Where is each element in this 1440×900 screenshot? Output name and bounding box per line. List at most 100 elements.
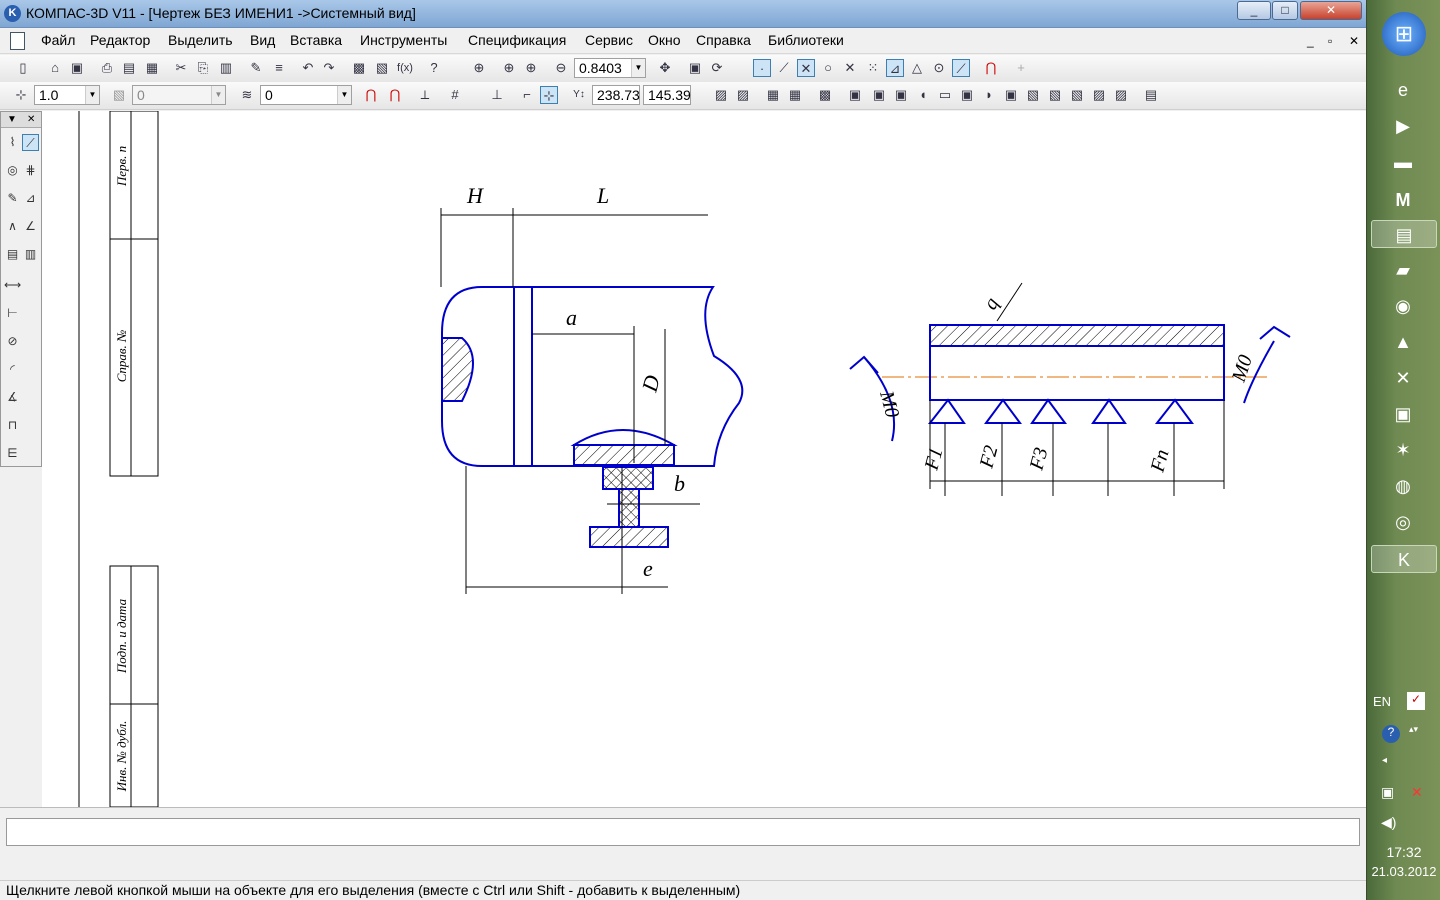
close-icon[interactable]: ✕ xyxy=(27,114,36,125)
menu-view[interactable]: Вид xyxy=(250,32,276,48)
orthogonal-mode-icon[interactable]: ⌐ xyxy=(523,87,531,102)
zoom-in-icon[interactable]: ⊕ xyxy=(525,60,537,75)
snap-tangent-icon[interactable]: ○ xyxy=(824,60,832,75)
style-5-icon[interactable]: ▭ xyxy=(938,87,952,102)
edit-tool-icon[interactable]: ✎ xyxy=(7,191,18,205)
snap-nearest-icon[interactable]: ⟋ xyxy=(779,60,789,75)
zoom-fit-icon[interactable]: ⊕ xyxy=(473,60,485,75)
magnet-icon[interactable]: ⋂ xyxy=(365,87,377,102)
point-tool-icon[interactable]: ⟋ xyxy=(22,134,39,151)
horizontal-dimension-icon[interactable]: ⊢ xyxy=(7,306,18,320)
menu-service[interactable]: Сервис xyxy=(585,32,633,48)
menu-libraries[interactable]: Библиотеки xyxy=(768,32,844,48)
radial-dimension-icon[interactable]: ◜ xyxy=(10,362,15,376)
parametric-tool-icon[interactable]: ⊿ xyxy=(25,191,36,205)
manager-icon[interactable]: ▩ xyxy=(352,60,366,75)
help-pointer-icon[interactable]: ? xyxy=(430,60,438,75)
chevron-down-icon[interactable]: ▼ xyxy=(337,86,351,104)
word-document-icon[interactable]: ▤ xyxy=(1371,220,1437,248)
mdi-minimize-button[interactable]: _ xyxy=(1307,34,1314,48)
library-icon[interactable]: ▧ xyxy=(375,60,389,75)
variables-icon[interactable]: f(x) xyxy=(397,62,413,74)
keyboard-icon[interactable]: ✓ xyxy=(1407,692,1425,710)
drawing-canvas[interactable]: Перв. п Справ. № Подп. и дата Инв. № дуб… xyxy=(42,111,1366,807)
revolve-icon[interactable]: ▦ xyxy=(788,87,802,102)
menu-insert[interactable]: Вставка xyxy=(290,32,343,48)
internet-explorer-icon[interactable]: e xyxy=(1397,80,1408,100)
menu-specification[interactable]: Спецификация xyxy=(468,32,567,48)
geometry-icon[interactable]: ⌇ xyxy=(9,135,16,149)
zoom-window-icon[interactable]: ⊕ xyxy=(503,60,515,75)
help-icon[interactable]: ? xyxy=(1382,725,1400,743)
network-icon[interactable]: ▣ xyxy=(1381,784,1395,800)
acrobat-icon[interactable]: ▲ xyxy=(1394,332,1412,352)
style-9-icon[interactable]: ▧ xyxy=(1026,87,1040,102)
spec-tool-icon[interactable]: ▤ xyxy=(6,247,19,261)
snap-center-icon[interactable]: ⊙ xyxy=(933,60,945,75)
style-10-icon[interactable]: ▧ xyxy=(1048,87,1062,102)
firefox-icon[interactable]: ◉ xyxy=(1395,296,1411,316)
group-icon[interactable]: ▩ xyxy=(818,87,832,102)
language-indicator[interactable]: EN xyxy=(1373,694,1392,709)
new-document-icon[interactable]: ▯ xyxy=(19,60,27,75)
style-3-icon[interactable]: ▣ xyxy=(894,87,908,102)
app-star-icon[interactable]: ✶ xyxy=(1395,440,1411,460)
extrude-icon[interactable]: ▦ xyxy=(766,87,780,102)
coord-y-field[interactable]: 145.39 xyxy=(643,85,691,105)
redo-icon[interactable]: ↷ xyxy=(323,60,335,75)
local-cs-icon[interactable]: ⊥ xyxy=(491,87,503,102)
zoom-dynamic-icon[interactable]: ⊖ xyxy=(555,60,567,75)
chevron-up-icon[interactable]: ▴▾ xyxy=(1409,724,1419,734)
diameter-dimension-icon[interactable]: ⊘ xyxy=(7,334,18,348)
flag-alert-icon[interactable]: ✕ xyxy=(1411,784,1423,800)
media-player-icon[interactable]: ▶ xyxy=(1396,116,1410,136)
snap-middle-icon[interactable]: ⟋ xyxy=(952,59,970,77)
menu-file[interactable]: Файл xyxy=(41,32,76,48)
print-icon[interactable]: ⎙ xyxy=(101,60,113,75)
style-8-icon[interactable]: ▣ xyxy=(1004,87,1018,102)
chevron-down-icon[interactable]: ▼ xyxy=(631,59,645,77)
volume-icon[interactable]: ◀) xyxy=(1381,814,1397,830)
undo-icon[interactable]: ↶ xyxy=(302,60,314,75)
cut-icon[interactable]: ✂ xyxy=(175,60,187,75)
pan-icon[interactable]: ✥ xyxy=(659,60,671,75)
style-11-icon[interactable]: ▧ xyxy=(1070,87,1084,102)
style-6-icon[interactable]: ▣ xyxy=(960,87,974,102)
app-m-icon[interactable]: M xyxy=(1395,190,1411,210)
document-icon[interactable] xyxy=(10,32,25,50)
fillet-icon[interactable]: ▨ xyxy=(736,87,750,102)
style-14-icon[interactable]: ▤ xyxy=(1144,87,1158,102)
style-7-icon[interactable]: ◗ xyxy=(985,87,993,102)
refresh-view-icon[interactable]: ▣ xyxy=(688,60,702,75)
export-icon[interactable]: ▦ xyxy=(145,60,159,75)
style-13-icon[interactable]: ▨ xyxy=(1114,87,1128,102)
app-circle-icon[interactable]: ◍ xyxy=(1395,476,1411,496)
start-button-icon[interactable]: ⊞ xyxy=(1382,12,1426,56)
clock-date[interactable]: 21.03.2012 xyxy=(1371,864,1437,879)
kompas-task-icon[interactable]: K xyxy=(1371,545,1437,573)
menu-window[interactable]: Окно xyxy=(648,32,681,48)
clock-time[interactable]: 17:32 xyxy=(1386,844,1422,860)
menu-help[interactable]: Справка xyxy=(696,32,751,48)
round-mode-icon[interactable]: ⊹ xyxy=(540,86,558,104)
menu-tools[interactable]: Инструменты xyxy=(360,32,448,48)
layer-combo[interactable]: 0 ▼ xyxy=(260,85,352,105)
coord-x-field[interactable]: 238.73 xyxy=(592,85,640,105)
layers-icon[interactable]: ≋ xyxy=(241,87,253,102)
view-scale-combo[interactable]: 1.0 ▼ xyxy=(34,85,100,105)
tray-arrow-icon[interactable]: ◂ xyxy=(1382,755,1388,766)
save-disk-icon[interactable]: ▣ xyxy=(1394,404,1412,424)
mdi-restore-button[interactable]: ▫ xyxy=(1328,34,1333,48)
app-k-icon[interactable]: ✕ xyxy=(1395,368,1411,388)
grid-tool-icon[interactable]: ⋕ xyxy=(25,163,36,177)
close-button[interactable]: ✕ xyxy=(1300,1,1362,20)
snap-vertex-icon[interactable]: △ xyxy=(912,60,922,75)
arc-dimension-icon[interactable]: ⊓ xyxy=(7,418,18,432)
angle-tool-icon[interactable]: ∧ xyxy=(8,219,17,233)
style-2-icon[interactable]: ▣ xyxy=(872,87,886,102)
magnet-icon[interactable]: ⋂ xyxy=(985,60,997,75)
mdi-close-button[interactable]: ✕ xyxy=(1349,34,1360,48)
menu-select[interactable]: Выделить xyxy=(168,32,233,48)
zoom-combo[interactable]: 0.8403 ▼ xyxy=(574,58,646,78)
style-4-icon[interactable]: ◖ xyxy=(919,87,927,102)
